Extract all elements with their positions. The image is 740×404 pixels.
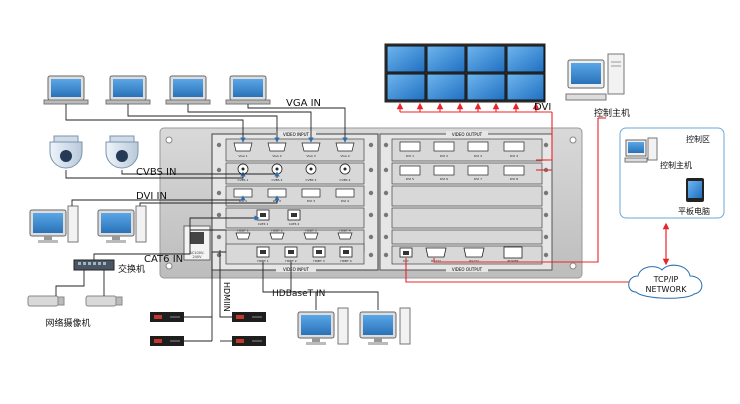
control-zone-host-label: 控制主机 (660, 160, 692, 170)
dvi-in-port-label: DVI 3 (307, 199, 315, 203)
hdbt-lower-label: HDBT 2 (285, 259, 296, 263)
hdbt-lower-label: HDBT 4 (340, 259, 351, 263)
monitor-icon (359, 307, 411, 345)
control-host-computer (565, 53, 625, 101)
control-port-label: RS232 (431, 259, 441, 263)
dvi-out-label: DVI 1 (406, 154, 414, 158)
vga-port-label: VGA 4 (340, 154, 349, 158)
hdbt-lower-label: HDBT 3 (313, 259, 324, 263)
set-top-box-icon (150, 336, 184, 346)
set-top-box-icon (232, 336, 266, 346)
dvi-out-label: DVI 8 (510, 177, 518, 181)
vga-ports: VGA 1 VGA 2 VGA 3 VGA 4 (233, 142, 355, 158)
video-output-header: VIDEO OUTPUT (452, 132, 483, 137)
tablet-label: 平板电脑 (678, 206, 710, 216)
control-zone-label: 控制区 (686, 134, 710, 144)
control-port-label: POWER (507, 259, 518, 263)
monitor-icon (43, 75, 89, 105)
cvbs-port-label: CVBS 3 (306, 178, 317, 182)
cat6-port-label: CAT6 1 (258, 222, 269, 226)
hdmi-in-label: HDMIIN (222, 282, 231, 312)
hdbt-port-label: HDBT 4 (339, 229, 350, 233)
dvi-out-label: DVI 7 (474, 177, 482, 181)
dvi-in-port-label: DVI 4 (341, 199, 349, 203)
hdbt-port-label: HDBT 2 (271, 229, 282, 233)
hdbt-lower-label: HDBT 1 (257, 259, 268, 263)
hdmi-links (184, 250, 232, 342)
control-zone-computer (624, 137, 658, 163)
vga-source-monitors (43, 75, 271, 105)
cat6-ports: CAT6 1 CAT6 2 (256, 209, 301, 226)
monitor-icon (105, 75, 151, 105)
cvbs-in-label: CVBS IN (136, 167, 176, 178)
dvi-in-port-label: DVI 1 (239, 199, 247, 203)
svg-text:AC100V-: AC100V- (190, 251, 206, 255)
svg-text:240V: 240V (192, 255, 202, 259)
monitor-icon (29, 205, 79, 243)
monitor-icon (297, 307, 349, 345)
hdbt-ports-upper: HDBT 1 HDBT 2 HDBT 3 HDBT 4 (235, 229, 353, 240)
cat6-port-label: CAT6 2 (289, 222, 300, 226)
cat6-links (93, 215, 260, 260)
hdbaset-monitors (297, 307, 411, 345)
dome-camera-icon (49, 135, 83, 169)
cvbs-port-label: CVBS 4 (340, 178, 351, 182)
cvbs-cameras (49, 135, 139, 169)
dvi-out-ports: DVI 1 DVI 2 DVI 3 DVI 4 DVI 5 DVI 6 DVI … (399, 141, 525, 181)
power-module: AC100V- 240V (183, 225, 211, 261)
video-wall (384, 43, 546, 103)
dvi-out-label: DVI 5 (406, 177, 414, 181)
matrix-chassis: AC100V- 240V VIDEO INPUT VIDEO OUTPUT VI… (159, 127, 583, 279)
vga-in-label: VGA IN (286, 98, 321, 109)
tcpip-cloud: TCP/IP NETWORK (628, 264, 703, 299)
dvi-output-label: DVI (534, 102, 551, 113)
dvi-output-links (396, 102, 640, 286)
vga-port-label: VGA 2 (272, 154, 281, 158)
bullet-camera-icon (85, 295, 123, 307)
control-zone: 控制区 控制主机 平板电脑 (619, 127, 725, 219)
tablet-icon (686, 178, 704, 202)
ip-camera-label: 网络摄像机 (45, 317, 90, 329)
hdbt-ports-lower: HDBT 1 HDBT 2 HDBT 3 HDBT 4 (256, 246, 353, 263)
dvi-out-label: DVI 4 (510, 154, 518, 158)
tcpip-label-1: TCP/IP (653, 275, 679, 284)
dvi-source-monitors (29, 205, 147, 243)
monitor-icon (165, 75, 211, 105)
hdbaset-in-label: HDBaseT IN (272, 289, 325, 299)
cvbs-port-label: CVBS 1 (238, 178, 249, 182)
cvbs-links (65, 170, 280, 179)
control-ports: KEY RS232 RS232 POWER (399, 246, 523, 263)
dvi-out-label: DVI 2 (440, 154, 448, 158)
dome-camera-icon (105, 135, 139, 169)
ip-cameras (27, 295, 123, 307)
control-host-label: 控制主机 (594, 107, 630, 119)
video-input-header: VIDEO INPUT (283, 132, 309, 137)
switch-label: 交换机 (118, 263, 145, 275)
hdbt-port-label: HDBT 1 (237, 229, 248, 233)
vga-links (65, 104, 348, 143)
monitor-icon (97, 205, 147, 243)
vga-port-label: VGA 1 (238, 154, 247, 158)
video-output-footer: VIDEO OUTPUT (452, 267, 483, 272)
tcpip-label-2: NETWORK (646, 285, 688, 294)
control-port-label: RS232 (469, 259, 479, 263)
dvi-in-links (71, 195, 280, 206)
set-top-box-icon (232, 312, 266, 322)
hdbt-port-label: HDBT 3 (305, 229, 316, 233)
bullet-camera-icon (27, 295, 65, 307)
dvi-out-label: DVI 3 (474, 154, 482, 158)
cvbs-port-label: CVBS 2 (272, 178, 283, 182)
hdbaset-links (262, 262, 379, 310)
dvi-in-label: DVI IN (136, 191, 167, 202)
dvi-out-label: DVI 6 (440, 177, 448, 181)
vga-port-label: VGA 3 (306, 154, 315, 158)
cat6-in-label: CAT6 IN (144, 254, 183, 265)
video-input-footer: VIDEO INPUT (283, 267, 309, 272)
network-switch (73, 259, 115, 271)
hdmi-source-boxes (150, 312, 266, 346)
monitor-icon (225, 75, 271, 105)
ip-camera-links (55, 270, 105, 296)
set-top-box-icon (150, 312, 184, 322)
